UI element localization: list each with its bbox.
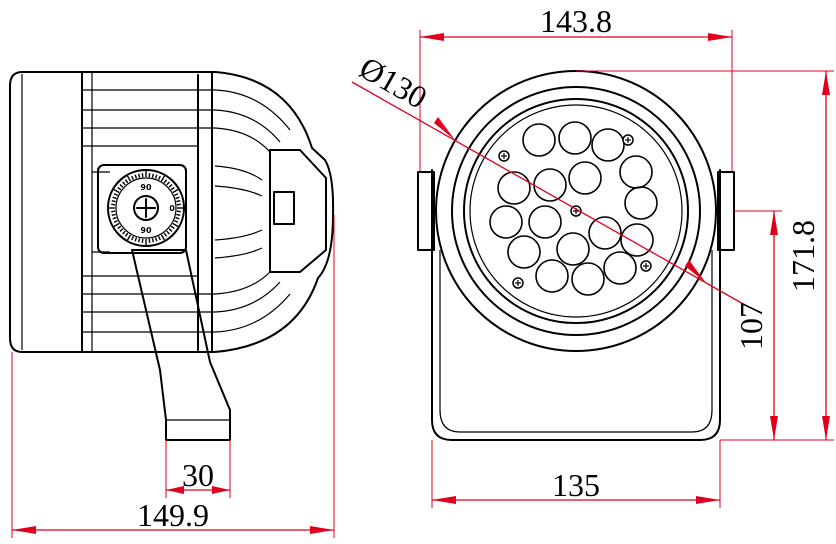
dial-tick	[117, 225, 122, 230]
dial-tick	[166, 181, 170, 186]
dim-side-depth: 149.9	[137, 497, 209, 533]
dial-tick	[168, 228, 173, 232]
led	[620, 223, 654, 257]
side-view: 90 90 0	[9, 71, 335, 441]
dial-tick	[168, 184, 173, 188]
dial-tick	[112, 196, 117, 200]
dial-tick	[124, 232, 129, 237]
dim-front-width: 143.8	[540, 3, 612, 39]
dial-tick	[176, 213, 181, 216]
front-bezel	[9, 71, 83, 353]
dial-tick	[124, 179, 129, 184]
dial-tick	[172, 222, 179, 228]
front-view	[417, 70, 735, 441]
dimensions: 149.9 30 143.8 Ø130 171.8 107	[11, 3, 834, 538]
dim-total-height: 171.8	[785, 220, 821, 292]
led	[624, 186, 658, 220]
screws	[498, 134, 652, 289]
led	[497, 171, 531, 205]
dial-tick	[138, 238, 141, 243]
dial-tick	[138, 173, 141, 178]
dial-tick	[163, 179, 168, 184]
yoke	[431, 169, 721, 441]
dial-tick	[117, 186, 122, 191]
led	[603, 251, 637, 285]
dial-tick	[174, 193, 179, 197]
dial-tick	[131, 175, 135, 180]
mounting-plate	[97, 164, 187, 254]
dial-tick	[113, 188, 120, 194]
dial-bottom-mark: 90	[140, 226, 152, 235]
dial-tick	[113, 222, 120, 228]
led	[522, 123, 556, 157]
dial-tick	[112, 216, 117, 220]
led	[571, 262, 605, 296]
dial-knob	[133, 195, 159, 221]
cooling-fins	[82, 89, 291, 333]
dial-tick	[134, 237, 138, 242]
dial-tick	[122, 181, 126, 186]
led	[507, 235, 541, 269]
dial-tick	[160, 234, 166, 241]
dial-tick	[119, 184, 124, 188]
dial-tick	[111, 213, 116, 216]
dial-top-mark: 90	[140, 183, 152, 192]
lens	[463, 98, 689, 324]
screw	[622, 134, 634, 146]
dial-tick	[151, 238, 154, 243]
led	[556, 232, 590, 266]
lens-ring	[451, 86, 701, 336]
housing	[81, 71, 335, 353]
led	[489, 205, 523, 239]
dim-axis-height: 107	[733, 302, 769, 350]
dial-tick	[172, 188, 179, 194]
led	[528, 205, 562, 239]
rear-cap	[269, 149, 327, 273]
led	[568, 161, 602, 195]
dial-tick	[174, 219, 179, 223]
screw	[498, 150, 510, 162]
dial-tick	[163, 232, 168, 237]
dial-tick	[170, 225, 175, 230]
dim-bracket-width: 30	[182, 457, 214, 493]
led	[591, 128, 625, 162]
dial-tick	[175, 196, 180, 200]
bracket-arm	[131, 249, 231, 441]
dial-tick	[151, 173, 154, 178]
led	[588, 216, 622, 250]
left-knob	[417, 171, 435, 251]
screw	[512, 277, 524, 289]
dial-tick	[126, 175, 132, 182]
dial-tick	[131, 236, 135, 241]
dial-tick	[134, 174, 138, 179]
dial-tick	[175, 216, 180, 220]
dial-tick	[157, 175, 161, 180]
dial-tick	[113, 219, 118, 223]
screw	[640, 260, 652, 272]
led	[535, 259, 569, 293]
dial-tick	[157, 236, 161, 241]
dial-tick	[166, 230, 170, 235]
dial-tick	[170, 186, 175, 191]
dial-tick	[119, 228, 124, 232]
dial-tick	[160, 175, 166, 182]
dial-tick	[154, 237, 158, 242]
dial-side-mark: 0	[169, 204, 175, 213]
dim-base-width: 135	[552, 467, 600, 503]
dial-tick	[113, 193, 118, 197]
dial-tick	[122, 230, 126, 235]
led	[558, 121, 592, 155]
dial-tick	[111, 200, 116, 203]
dial-tick	[126, 234, 132, 241]
dial-tick	[154, 174, 158, 179]
dial-tick	[176, 200, 181, 203]
cable-gland	[273, 191, 295, 225]
tilt-dial: 90 90 0	[107, 169, 185, 247]
led-array	[489, 121, 658, 296]
